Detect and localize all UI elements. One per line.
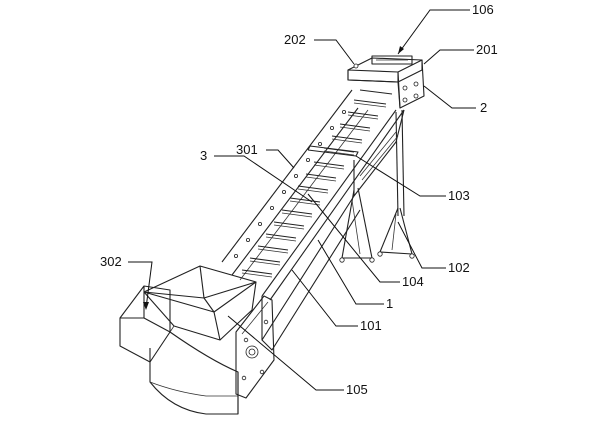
leader-lines — [128, 9, 476, 391]
label-1: 1 — [386, 296, 393, 311]
label-202: 202 — [284, 32, 306, 47]
tail-box — [119, 285, 275, 415]
label-201: 201 — [476, 42, 498, 57]
conveyor-trough — [221, 89, 405, 351]
label-105: 105 — [346, 382, 368, 397]
label-103: 103 — [448, 188, 470, 203]
support-legs — [339, 109, 415, 263]
label-301: 301 — [236, 142, 258, 157]
head-box — [347, 55, 425, 109]
cross-brace — [307, 145, 359, 157]
label-302: 302 — [100, 254, 122, 269]
label-106: 106 — [472, 2, 494, 17]
scraper-slats — [241, 89, 393, 278]
label-101: 101 — [360, 318, 382, 333]
label-102: 102 — [448, 260, 470, 275]
label-2: 2 — [480, 100, 487, 115]
label-3: 3 — [200, 148, 207, 163]
feed-hopper — [143, 265, 257, 341]
side-wall-holes — [233, 110, 346, 258]
reference-labels: 106 202 201 2 3 301 103 302 102 104 1 10… — [100, 2, 498, 397]
label-104: 104 — [402, 274, 424, 289]
